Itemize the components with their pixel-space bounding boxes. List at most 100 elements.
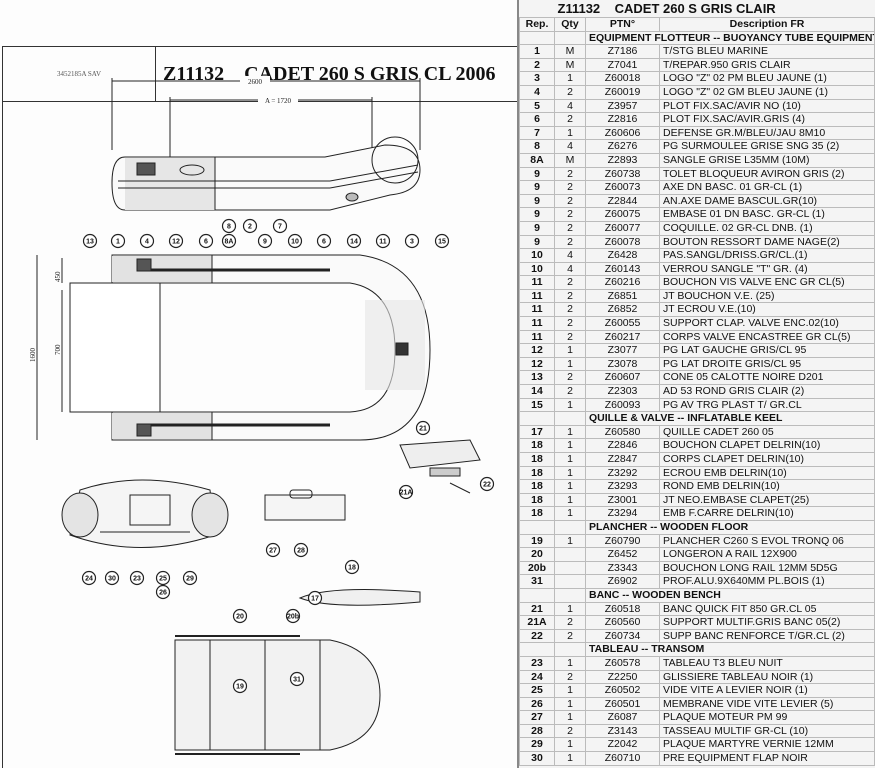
qty-cell: 1 xyxy=(554,424,586,440)
callout-7: 7 xyxy=(272,218,288,234)
qty-cell: 2 xyxy=(554,112,586,127)
qty-cell: 1 xyxy=(554,696,586,712)
diagram-page: 3452185A SAV Z11132 CADET 260 S GRIS CL … xyxy=(2,46,518,768)
section-header-row: TABLEAU -- TRANSOM xyxy=(519,642,875,657)
description-cell: COQUILLE. 02 GR-CL DNB. (1) xyxy=(659,220,875,236)
callout-circle xyxy=(168,233,184,249)
rep-cell: 12 xyxy=(519,343,555,358)
callout-circle xyxy=(139,233,155,249)
empty-cell xyxy=(554,519,586,535)
dimension-length: 2600 xyxy=(111,76,421,150)
empty-cell xyxy=(519,519,555,535)
ptn-cell: Z60560 xyxy=(585,615,660,630)
description-cell: TOLET BLOQUEUR AVIRON GRIS (2) xyxy=(659,166,875,182)
qty-cell xyxy=(554,574,586,589)
callout-17: 17 xyxy=(307,590,323,606)
callout-9: 9 xyxy=(257,233,273,249)
rep-cell: 11 xyxy=(519,275,555,290)
qty-cell: 1 xyxy=(554,125,586,141)
ptn-cell: Z3293 xyxy=(585,479,660,494)
description-cell: JT BOUCHON V.E. (25) xyxy=(659,288,875,304)
callout-circle xyxy=(232,608,248,624)
qty-cell: 1 xyxy=(554,452,586,467)
callout-label: 20 xyxy=(236,614,244,621)
qty-cell: 1 xyxy=(554,506,586,521)
ptn-cell: Z60019 xyxy=(585,84,660,100)
callout-circle xyxy=(155,584,171,600)
callout-28: 28 xyxy=(293,542,309,558)
callout-12: 12 xyxy=(168,233,184,249)
rep-cell: 11 xyxy=(519,329,555,345)
callout-1: 1 xyxy=(110,233,126,249)
ptn-cell: Z6276 xyxy=(585,139,660,154)
qty-cell: 1 xyxy=(554,533,586,549)
callout-20: 20 xyxy=(232,608,248,624)
section-header-row: EQUIPMENT FLOTTEUR -- BUOYANCY TUBE EQUI… xyxy=(519,30,875,46)
callout-circle xyxy=(398,484,414,500)
callout-circle xyxy=(242,218,258,234)
ptn-cell: Z3294 xyxy=(585,506,660,521)
boat-side-view xyxy=(111,136,421,211)
qty-cell: 1 xyxy=(554,601,586,617)
description-cell: PRE EQUIPMENT FLAP NOIR xyxy=(659,751,875,766)
section-title: EQUIPMENT FLOTTEUR -- BUOYANCY TUBE EQUI… xyxy=(585,30,875,46)
ptn-cell: Z6428 xyxy=(585,248,660,263)
description-cell: GLISSIERE TABLEAU NOIR (1) xyxy=(659,669,875,685)
callout-circle xyxy=(293,542,309,558)
callout-circle xyxy=(479,476,495,492)
dimension-450-label: 450 xyxy=(54,271,62,282)
rep-cell: 9 xyxy=(519,180,555,195)
qty-cell: 2 xyxy=(554,723,586,739)
rep-cell: 18 xyxy=(519,438,555,453)
callout-29: 29 xyxy=(182,570,198,586)
boat-exploded-diagram: 2600 A = 1720 xyxy=(29,76,495,755)
callout-label: 1 xyxy=(116,239,120,246)
description-cell: AN.AXE DAME BASCUL.GR(10) xyxy=(659,193,875,209)
empty-cell xyxy=(519,587,555,603)
description-cell: VIDE VITE A LEVIER NOIR (1) xyxy=(659,683,875,698)
parts-table: Z11132 CADET 260 S GRIS CLAIR Rep. Qty P… xyxy=(519,0,875,766)
description-cell: ECROU EMB DELRIN(10) xyxy=(659,465,875,481)
callout-label: 4 xyxy=(145,239,149,246)
ptn-cell: Z3078 xyxy=(585,356,660,372)
callout-circle xyxy=(316,233,332,249)
empty-cell xyxy=(519,30,555,46)
description-cell: T/REPAR.950 GRIS CLAIR xyxy=(659,57,875,73)
ptn-cell: Z60073 xyxy=(585,180,660,195)
ptn-cell: Z60580 xyxy=(585,424,660,440)
callout-18: 18 xyxy=(344,559,360,575)
section-header-row: QUILLE & VALVE -- INFLATABLE KEEL xyxy=(519,411,875,426)
callout-label: 7 xyxy=(278,224,282,231)
rep-cell: 21 xyxy=(519,601,555,617)
callout-label: 18 xyxy=(348,565,356,572)
ptn-cell: Z2250 xyxy=(585,669,660,685)
rep-cell: 3 xyxy=(519,71,555,86)
callout-label: 25 xyxy=(159,576,167,583)
description-cell: EMBASE 01 DN BASC. GR-CL (1) xyxy=(659,207,875,222)
qty-cell: 2 xyxy=(554,669,586,685)
qty-cell xyxy=(554,547,586,562)
rep-cell: 2 xyxy=(519,57,555,73)
description-cell: BANC QUICK FIT 850 GR.CL 05 xyxy=(659,601,875,617)
dimension-700-label: 700 xyxy=(54,344,62,355)
description-cell: PAS.SANGL/DRISS.GR/CL.(1) xyxy=(659,248,875,263)
qty-cell: M xyxy=(554,57,586,73)
rep-cell: 8 xyxy=(519,139,555,154)
rep-cell: 20 xyxy=(519,547,555,562)
qty-cell: 1 xyxy=(554,492,586,508)
callout-circle xyxy=(257,233,273,249)
callout-8a: 8A xyxy=(221,233,237,249)
